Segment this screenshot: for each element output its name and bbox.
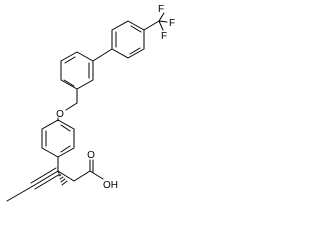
fluorine-label-1: F [158,4,164,15]
hashed-wedge-lines [57,171,68,186]
alkyne-triple-bond [30,167,61,190]
carbonyl-oxygen-label: O [87,150,95,161]
alkyne-terminal-bond [6,185,34,202]
fluorine-label-2: F [169,18,175,29]
carbonyl-double-bond [89,159,94,173]
fluorine-label-3: F [161,31,167,42]
ring-phenylene [41,119,75,158]
ch2-cooh-bond [73,170,91,182]
ring-trifluoromethylphenyl [111,20,145,59]
ch2-o-bond [65,102,78,111]
ring-central-phenyl [60,51,94,90]
hydroxyl-label: OH [103,180,118,191]
trifluoromethyl-group [143,12,168,31]
chemical-structure: F F F O O OH [6,4,175,202]
ch2-bond [57,170,75,182]
biaryl-bond [92,48,113,62]
ether-oxygen-label: O [56,109,64,120]
structure-diagram: F F F O O OH [6,4,176,202]
c-oh-bond [89,170,104,180]
